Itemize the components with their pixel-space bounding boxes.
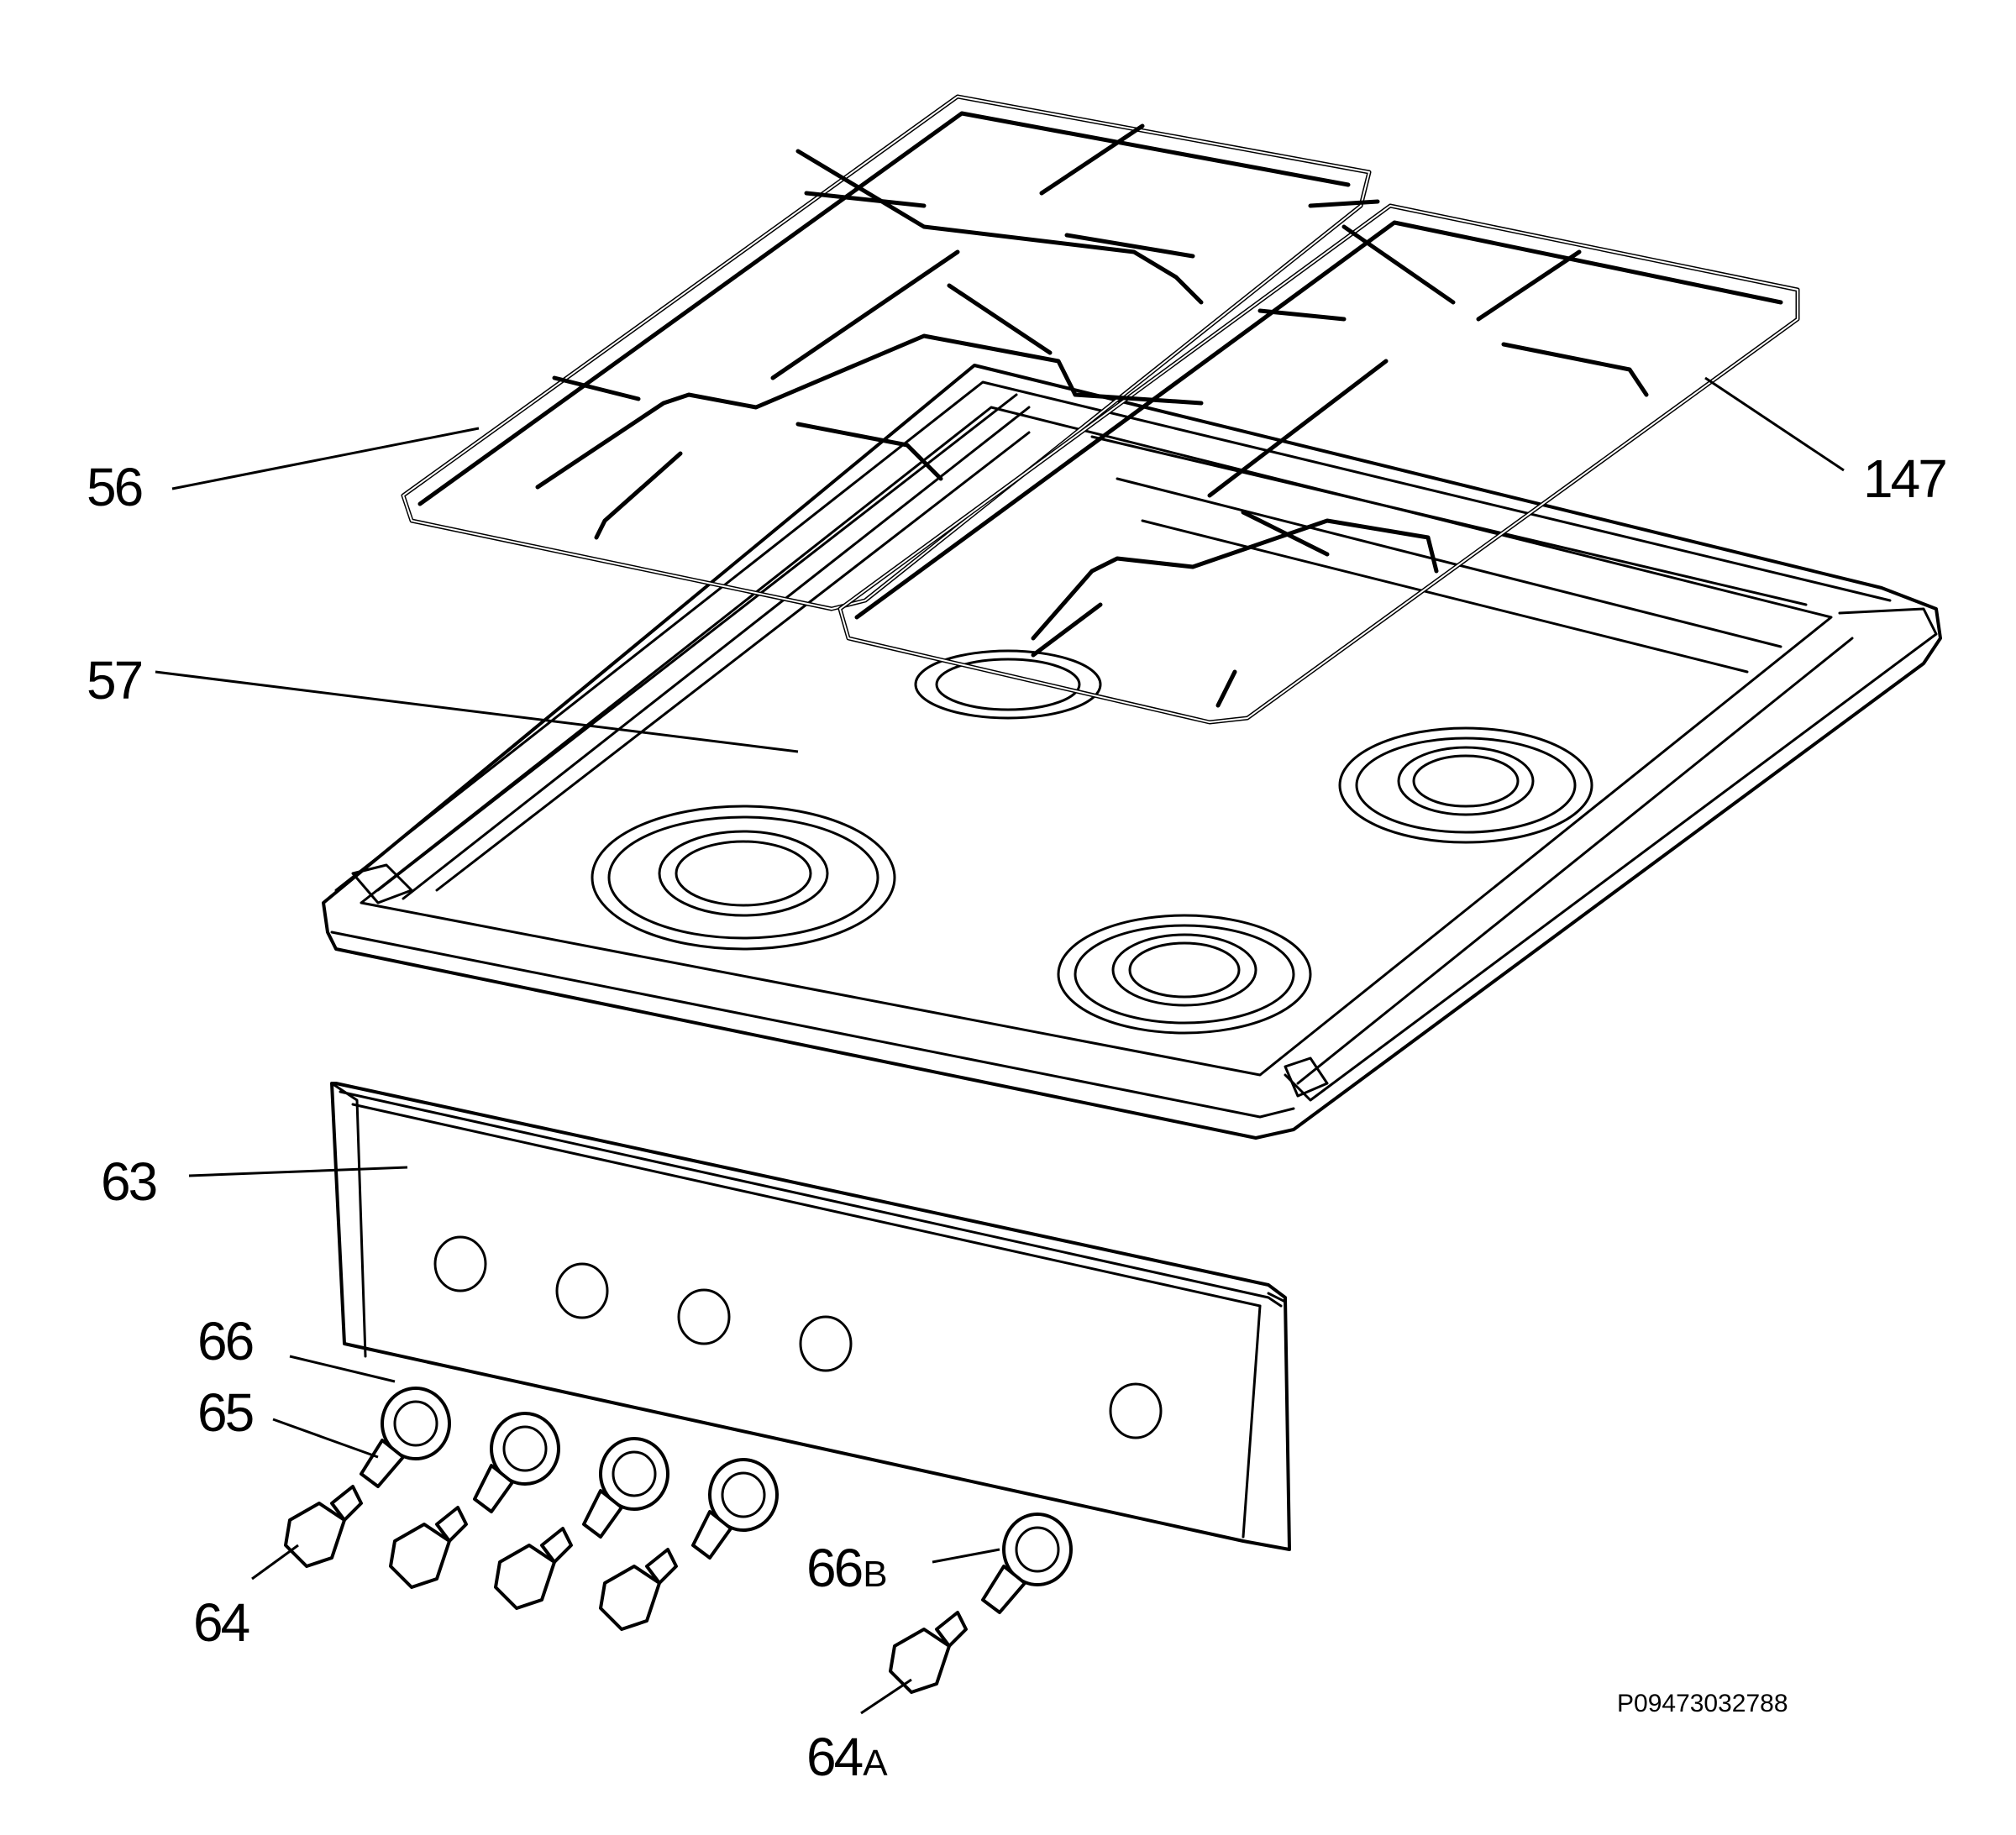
burner-front-right xyxy=(1057,914,1312,1035)
knob-assembly-4 xyxy=(599,1458,779,1631)
callout-66: 66 xyxy=(197,1311,255,1371)
callout-63: 63 xyxy=(101,1151,158,1212)
knob-assembly-3 xyxy=(494,1437,669,1610)
callout-57: 57 xyxy=(87,650,144,710)
callout-56: 56 xyxy=(87,457,144,517)
callout-147: 147 xyxy=(1863,448,1948,509)
knob-assembly-1 xyxy=(284,1387,451,1568)
callout-64: 64 xyxy=(193,1592,250,1653)
pan-support-right xyxy=(837,203,1800,725)
leader-lines xyxy=(155,376,1845,1715)
burner-front-left xyxy=(591,805,896,951)
control-panel xyxy=(330,1082,1291,1551)
pan-support-left xyxy=(401,94,1380,611)
hob-top xyxy=(322,364,1942,1140)
callout-64a: 64A xyxy=(806,1727,888,1787)
callout-65: 65 xyxy=(197,1382,255,1443)
knob-assembly-5 xyxy=(889,1513,1073,1694)
burner-rear-left xyxy=(914,649,1102,720)
knob-assembly-2 xyxy=(389,1412,560,1589)
burner-rear-right xyxy=(1338,726,1593,844)
callout-66b: 66B xyxy=(806,1538,888,1598)
reference-code: P09473032788 xyxy=(1617,1690,1788,1717)
